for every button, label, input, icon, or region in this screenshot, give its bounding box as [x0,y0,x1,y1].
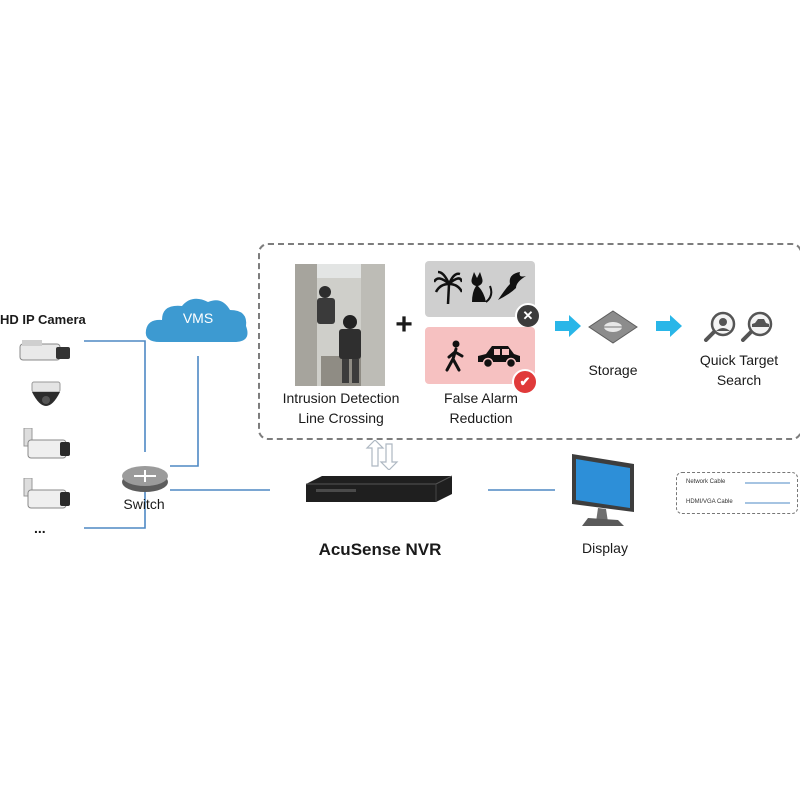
face-search-icon [704,311,736,342]
nvr-icon [306,475,452,502]
speed-dome-icon [31,381,61,406]
cat-icon [471,272,493,303]
more-cameras-ellipsis: ... [34,520,46,536]
palm-tree-icon [434,270,462,304]
vms-label: VMS [182,310,214,326]
person-walking-icon [445,340,464,372]
reject-badge: ✕ [515,303,541,329]
storage-disc-icon [588,310,638,344]
false-alarm-label-line2: Reduction [449,410,513,426]
plus-sign: + [395,308,413,341]
dome-camera-icon [19,340,70,361]
legend [676,472,798,514]
display-label: Display [582,540,628,556]
arrow-right-icon [555,315,581,337]
nvr-label: AcuSense NVR [318,540,442,559]
car-icon [478,346,520,369]
arrow-right-icon [656,315,682,337]
switch-icon [122,466,168,492]
bullet-camera-icon [23,478,70,509]
legend-hdmi-cable: HDMI/VGA Cable [686,499,733,505]
camera-label: HD IP Camera [0,312,86,327]
bird-icon [498,272,526,300]
intrusion-label-line1: Intrusion Detection [282,390,400,406]
legend-network-cable: Network Cable [686,479,726,485]
quick-search-label-line2: Search [716,372,762,388]
storage-label: Storage [588,362,638,378]
quick-search-label-line1: Quick Target [699,352,779,368]
switch-label: Switch [123,496,165,512]
vehicle-search-icon [741,311,773,342]
sync-arrows-icon [365,440,399,470]
analytics-region [258,243,800,440]
false-alarm-label-line1: False Alarm [444,390,518,406]
cloud-icon [145,298,248,342]
intrusion-photo [295,264,385,386]
bullet-camera-icon [23,428,70,459]
monitor-icon [572,454,634,526]
intrusion-label-line2: Line Crossing [298,410,384,426]
accept-badge: ✔ [512,369,538,395]
